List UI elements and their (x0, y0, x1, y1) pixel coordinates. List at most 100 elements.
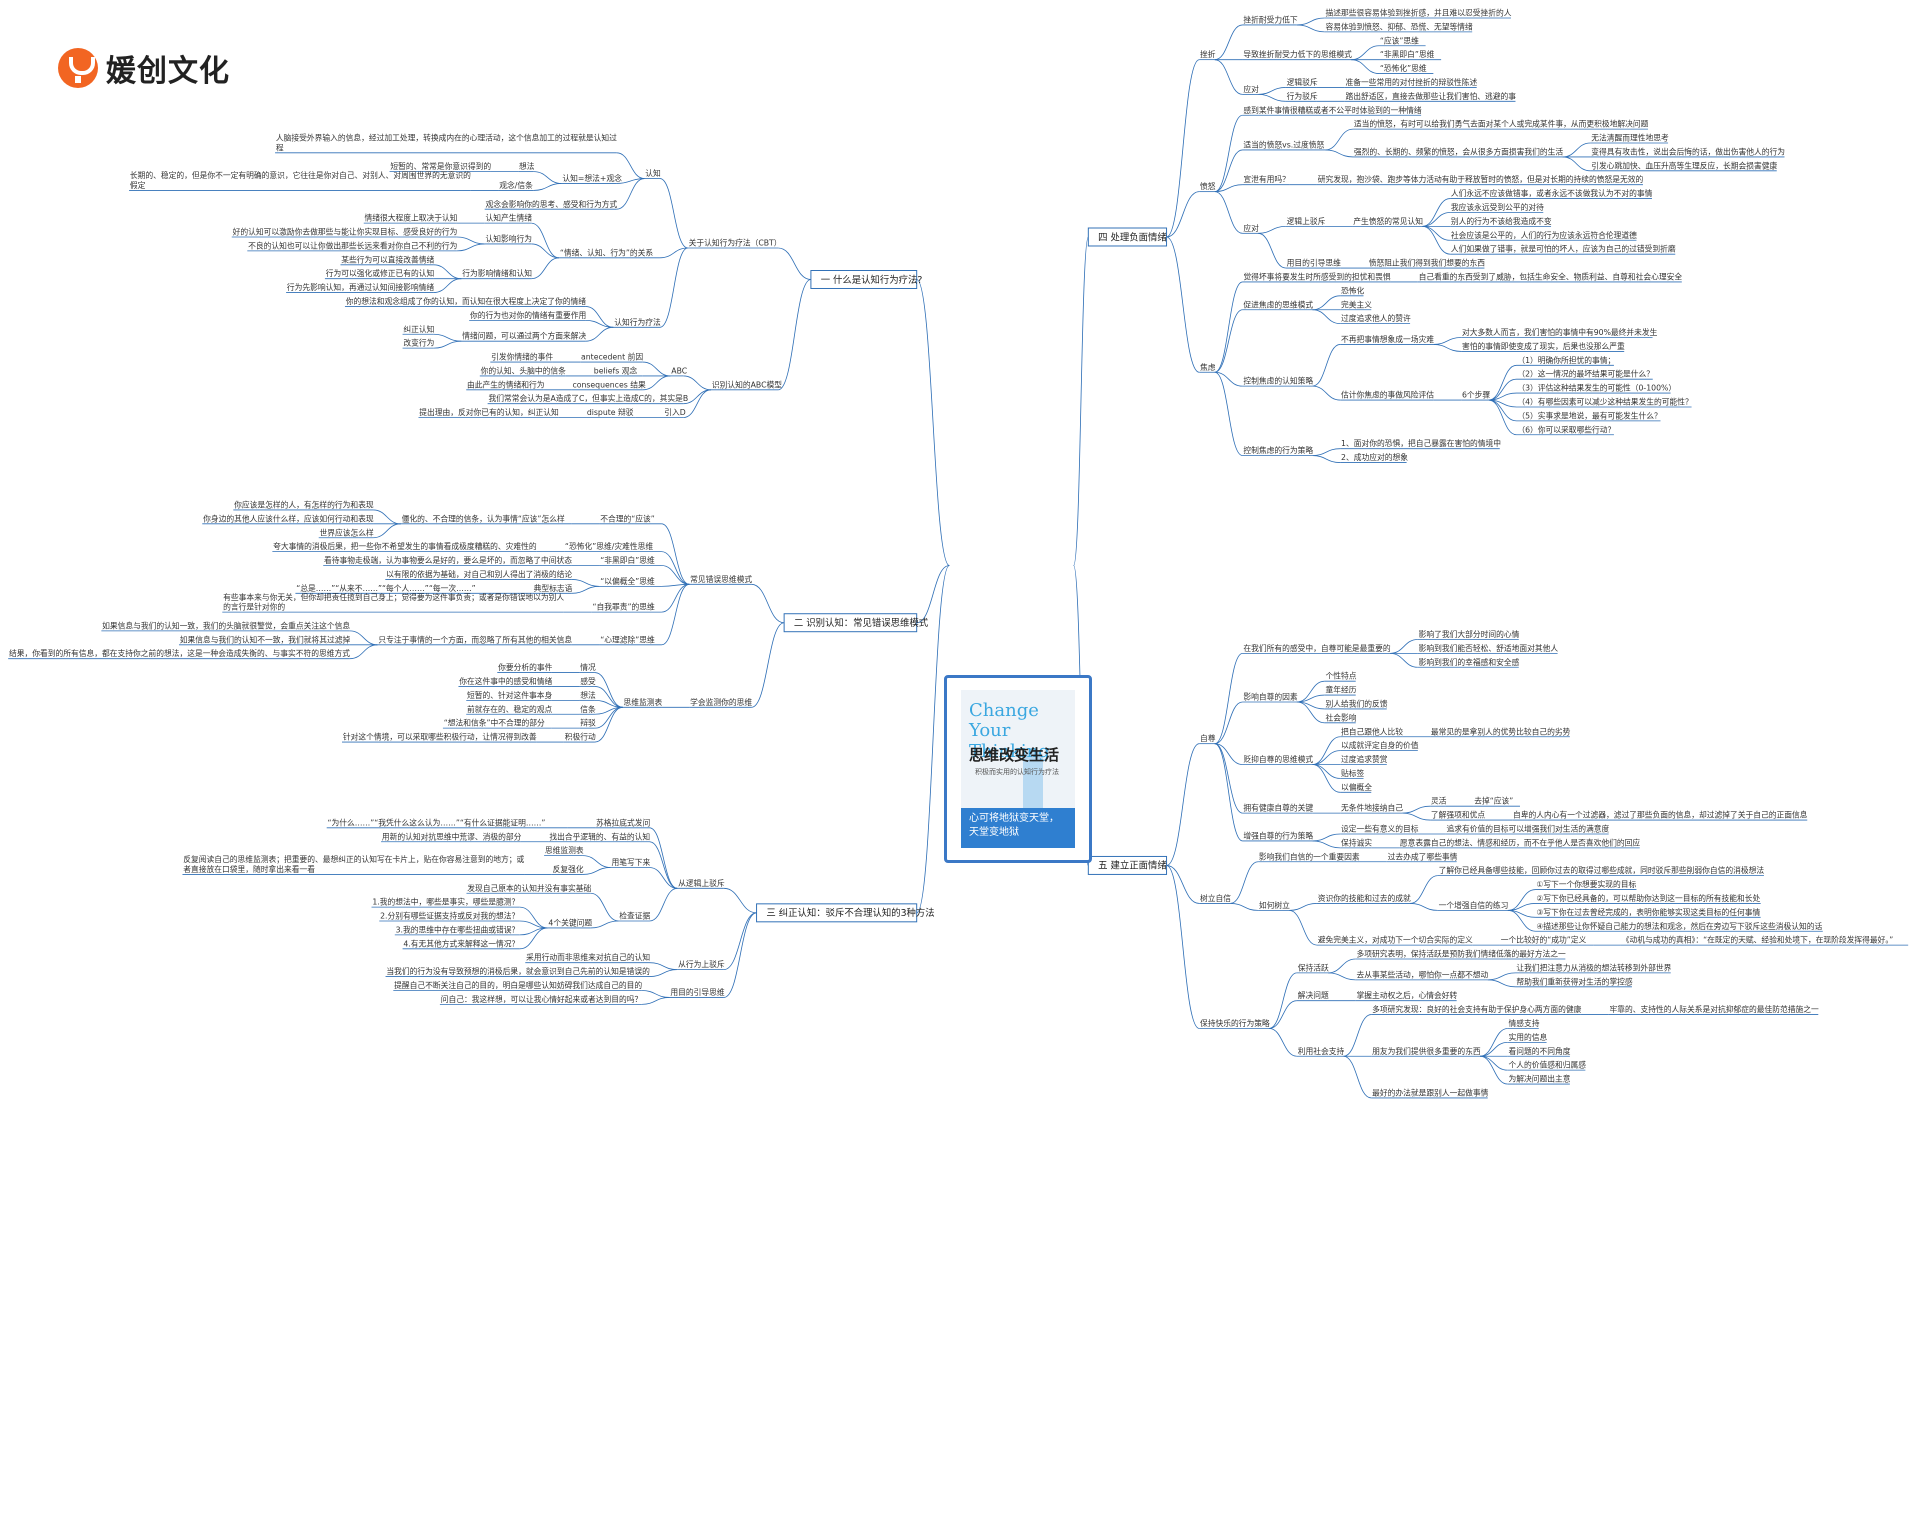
map-node-label[interactable]: 一个比较好的“成功”定义 (1501, 935, 1587, 945)
map-node-label[interactable]: 最常见的是拿别人的优势比较自己的劣势 (1431, 726, 1571, 736)
map-node-label[interactable]: 世界应该怎么样 (320, 527, 375, 537)
map-node-label[interactable]: 灵活 (1431, 796, 1447, 806)
branch-box[interactable] (1087, 855, 1168, 875)
map-node-label[interactable]: 适当的愤怒vs.过度愤怒 (1243, 140, 1324, 150)
branch-label[interactable]: 三 纠正认知：驳斥不合理认知的3种方法 (766, 907, 934, 919)
map-node-label[interactable]: 实用的信息 (1509, 1032, 1548, 1042)
map-node-label[interactable]: 提醒自己不断关注自己的目的，明白是哪些认知妨碍我们达成自己的目的 (394, 980, 642, 990)
map-node-label[interactable]: “情绪、认知、行为”的关系 (560, 247, 654, 257)
map-node-label[interactable]: 应对 (1243, 84, 1259, 94)
map-node-label[interactable]: 看问题的不同角度 (1509, 1046, 1571, 1056)
map-node-label[interactable]: 感到某件事情很糟糕或者不公平时体验到的一种情绪 (1243, 105, 1422, 115)
map-node-label[interactable]: 检查证据 (619, 911, 650, 921)
map-node-label[interactable]: （1）明确你所担忧的事情； (1517, 355, 1615, 365)
map-node-label[interactable]: 改变行为 (403, 338, 434, 348)
map-node-label[interactable]: 过度追求他人的赞许 (1341, 313, 1411, 323)
map-node-label[interactable]: 导致挫折耐受力低下的思维模式 (1243, 49, 1352, 59)
map-node-label[interactable]: 影响到我们的幸福感和安全感 (1419, 657, 1520, 667)
map-node-label[interactable]: 想法 (580, 690, 596, 700)
map-node-label[interactable]: 认知影响行为 (486, 233, 533, 243)
map-node-label[interactable]: 想法 (519, 161, 535, 171)
map-node-label[interactable]: 强烈的、长期的、频繁的愤怒，会从很多方面损害我们的生活 (1354, 146, 1564, 156)
map-node-label[interactable]: （5）实事求是地说，最有可能发生什么？ (1517, 410, 1661, 420)
map-node-label[interactable]: 追求有价值的目标可以增强我们对生活的满意度 (1446, 824, 1609, 834)
map-node-label[interactable]: 控制焦虑的认知策略 (1243, 376, 1313, 386)
map-node-label[interactable]: 多项研究发现：良好的社会支持有助于保护身心两方面的健康 (1372, 1004, 1582, 1014)
map-node-label[interactable]: 自尊 (1200, 733, 1216, 743)
map-node-label[interactable]: 引发心跳加快、血压升高等生理反应，长期会损害健康 (1591, 160, 1777, 170)
map-node-label[interactable]: 去掉“应该” (1474, 796, 1513, 806)
map-node-label[interactable]: 你的想法和观念组成了你的认知，而认知在很大程度上决定了你的情绪 (346, 296, 587, 306)
map-node-label[interactable]: 个性特点 (1325, 671, 1356, 681)
map-node-label[interactable]: 以偏概全 (1341, 782, 1372, 792)
map-node-label[interactable]: 用笔写下来 (612, 857, 651, 867)
map-node-label[interactable]: 促进焦虑的思维模式 (1243, 299, 1313, 309)
map-node-label[interactable]: 拥有健康自尊的关键 (1243, 803, 1313, 813)
map-node-label[interactable]: 把自己跟他人比较 (1341, 726, 1403, 736)
map-node-label[interactable]: “为什么……”“我凭什么这么认为……”“有什么证据能证明……” (328, 817, 546, 827)
map-node-label[interactable]: 情况 (580, 662, 596, 672)
map-node-label[interactable]: （2）这一情况的最坏结果可能是什么？ (1517, 369, 1654, 379)
map-node-label[interactable]: “恐怖化”思维/灾难性思维 (565, 541, 653, 551)
map-node-label[interactable]: 你在这件事中的感受和情绪 (459, 676, 552, 686)
map-node-label[interactable]: “心理滤除”思维 (600, 634, 655, 644)
map-node-label[interactable]: 行为驳斥 (1287, 91, 1318, 101)
map-node-label[interactable]: 资识你的技能和过去的成就 (1318, 893, 1411, 903)
map-node-label[interactable]: 宣泄有用吗？ (1243, 174, 1290, 184)
map-node-label[interactable]: 了解强项和优点 (1431, 810, 1486, 820)
map-node-label[interactable]: 情绪很大程度上取决于认知 (365, 213, 458, 223)
map-node-label[interactable]: 认知行为疗法 (614, 317, 661, 327)
map-node-label[interactable]: 观念会影响你的思考、感受和行为方式 (486, 199, 618, 209)
map-node-label[interactable]: 短暂的、常常是你意识得到的 (390, 161, 491, 171)
map-node-label[interactable]: 设定一些有意义的目标 (1341, 824, 1419, 834)
map-node-label[interactable]: 踏出舒适区，直接去做那些让我们害怕、逃避的事 (1346, 91, 1517, 101)
map-node-label[interactable]: 为解决问题出主意 (1509, 1074, 1571, 1084)
map-node-label[interactable]: 增强自尊的行为策略 (1243, 830, 1313, 840)
map-node-label[interactable]: “自我罪责”的思维 (592, 602, 655, 612)
map-node-label[interactable]: 保持活跃 (1298, 962, 1329, 972)
map-node-label[interactable]: 控制焦虑的行为策略 (1243, 445, 1313, 455)
map-node-label[interactable]: 反复阅读自己的思维监测表；把重要的、最想纠正的认知写在卡片上，贴在你容易注意到的… (183, 854, 524, 874)
map-node-label[interactable]: 只专注于事情的一个方面，而忽略了所有其他的相关信息 (378, 634, 572, 644)
map-node-label[interactable]: 朋友为我们提供很多重要的东西 (1372, 1046, 1481, 1056)
map-node-label[interactable]: “应该”思维 (1380, 35, 1419, 45)
map-node-label[interactable]: 识别认知的ABC模型 (712, 379, 782, 389)
map-node-label[interactable]: “想法和信条”中不合理的部分 (444, 718, 545, 728)
branch-label[interactable]: 四 处理负面情绪 (1098, 231, 1167, 243)
map-node-label[interactable]: 情感支持 (1509, 1018, 1540, 1028)
map-node-label[interactable]: ①写下一个你想要实现的目标 (1536, 879, 1636, 889)
map-node-label[interactable]: 思维监测表 (545, 845, 584, 855)
map-node-label[interactable]: 认知产生情绪 (486, 213, 533, 223)
map-node-label[interactable]: 人们如果做了错事，就是可怕的坏人，应该为自己的过错受到折磨 (1451, 244, 1676, 254)
map-node-label[interactable]: 你的认知、头脑中的信条 (481, 365, 567, 375)
map-node-label[interactable]: 好的认知可以激励你去做那些与能让你实现目标、感受良好的行为 (233, 227, 458, 237)
map-node-label[interactable]: 我应该永远受到公平的对待 (1451, 202, 1544, 212)
map-node-label[interactable]: 找出合乎逻辑的、有益的认知 (549, 831, 650, 841)
branch-box[interactable] (1087, 227, 1168, 247)
map-node-label[interactable]: 贴标签 (1341, 768, 1365, 778)
map-node-label[interactable]: 一个增强自信的练习 (1439, 900, 1509, 910)
map-node-label[interactable]: 用新的认知对抗思维中荒谬、消极的部分 (382, 831, 522, 841)
map-node-label[interactable]: 去从事某些活动，哪怕你一点都不想动 (1357, 969, 1489, 979)
map-node-label[interactable]: 保持诚实 (1341, 837, 1372, 847)
map-node-label[interactable]: 认知 (645, 168, 661, 178)
map-node-label[interactable]: 行为先影响认知，再通过认知间接影响情绪 (287, 282, 435, 292)
map-node-label[interactable]: （4）有哪些因素可以减少这种结果发生的可能性？ (1517, 397, 1692, 407)
map-node-label[interactable]: 别人的行为不该给我造成不变 (1451, 216, 1552, 226)
map-node-label[interactable]: 前就存在的、稳定的观点 (467, 704, 553, 714)
map-node-label[interactable]: 描述那些很容易体验到挫折感，并且难以忍受挫折的人 (1325, 8, 1511, 18)
branch-box[interactable] (783, 613, 918, 633)
map-node-label[interactable]: antecedent 前因 (581, 352, 643, 362)
map-node-label[interactable]: 如果信息与我们的认知一致，我们的头脑就很警觉，会重点关注这个信息 (102, 620, 350, 630)
map-node-label[interactable]: 提出理由，反对你已有的认知，纠正认知 (419, 407, 559, 417)
map-node-label[interactable]: “非黑即白”思维 (600, 555, 655, 565)
map-node-label[interactable]: 以成就评定自身的价值 (1341, 740, 1419, 750)
map-node-label[interactable]: 思维监测表 (624, 697, 663, 707)
map-node-label[interactable]: 帮助我们重新获得对生活的掌控感 (1516, 976, 1633, 986)
map-node-label[interactable]: 认知=想法+观念 (562, 173, 622, 183)
map-node-label[interactable]: 不再把事情想象成一场灾难 (1341, 334, 1434, 344)
map-node-label[interactable]: 过去办成了哪些事情 (1388, 851, 1458, 861)
map-node-label[interactable]: 3.我的思维中存在哪些扭曲或错误？ (396, 924, 520, 934)
map-node-label[interactable]: 自卑的人内心有一个过滤器，滤过了那些负面的信息，却过滤掉了关于自己的正面信息 (1513, 810, 1808, 820)
map-node-label[interactable]: 在我们所有的感受中，自尊可能是最重要的 (1243, 643, 1391, 653)
